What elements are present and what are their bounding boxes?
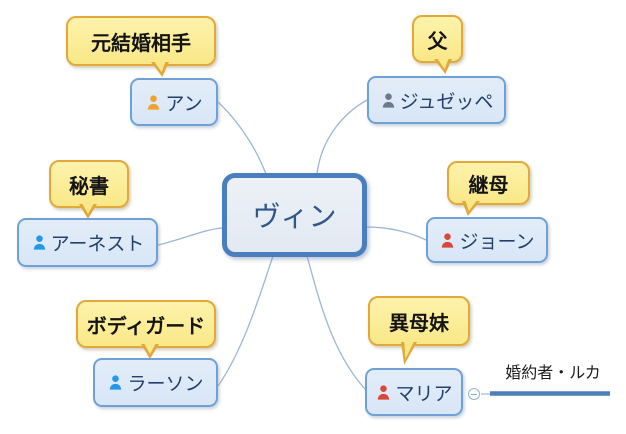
connector-center-maria <box>306 255 366 390</box>
relation-label: 父 <box>427 30 448 53</box>
person-name: アン <box>165 93 203 115</box>
relation-bubble-exwife[interactable]: 元結婚相手 <box>66 16 216 66</box>
person-icon <box>110 375 122 390</box>
person-icon <box>148 94 160 110</box>
person-node-ernest[interactable]: アーネスト <box>17 218 158 267</box>
relation-label: 元結婚相手 <box>91 32 191 55</box>
connector-center-ernest <box>157 227 223 246</box>
person-icon <box>442 232 454 248</box>
person-node-joan[interactable]: ジョーン <box>426 217 548 263</box>
connector-center-larson <box>217 255 274 387</box>
person-name: アーネスト <box>50 234 145 255</box>
person-name: ジュゼッペ <box>399 91 494 113</box>
branch-label-luca[interactable]: 婚約者・ルカ <box>505 365 601 382</box>
bubble-tail <box>141 343 159 366</box>
person-name: マリア <box>395 383 453 405</box>
relation-label: 秘書 <box>69 175 109 198</box>
person-icon <box>33 235 45 250</box>
connector-center-giuseppe <box>316 99 368 175</box>
person-icon <box>382 92 394 108</box>
relation-bubble-secretary[interactable]: 秘書 <box>49 160 129 219</box>
relation-bubble-stepmother[interactable]: 継母 <box>447 161 530 205</box>
person-node-ann[interactable]: アン <box>130 78 218 126</box>
connector-center-ann <box>217 101 267 175</box>
relation-label: 異母妹 <box>389 312 449 335</box>
person-node-maria[interactable]: マリア <box>365 368 463 416</box>
person-node-larson[interactable]: ラーソン <box>93 358 218 407</box>
collapse-minus-toggle-icon[interactable] <box>468 388 480 400</box>
person-name: ラーソン <box>127 374 204 395</box>
center-node-vin[interactable]: ヴィン <box>222 173 367 257</box>
relation-bubble-halfsister[interactable]: 異母妹 <box>368 296 470 346</box>
center-name: ヴィン <box>252 201 337 232</box>
relation-bubble-bodyguard[interactable]: ボディガード <box>76 300 216 359</box>
person-name: ジョーン <box>459 231 535 253</box>
bubble-tail <box>79 203 97 226</box>
relation-bubble-father[interactable]: 父 <box>412 15 463 63</box>
relation-label: 継母 <box>468 174 509 197</box>
connector-center-joan <box>366 226 427 241</box>
person-node-giuseppe[interactable]: ジュゼッペ <box>367 76 506 124</box>
person-icon <box>378 384 390 400</box>
relation-label: ボディガード <box>86 315 206 338</box>
